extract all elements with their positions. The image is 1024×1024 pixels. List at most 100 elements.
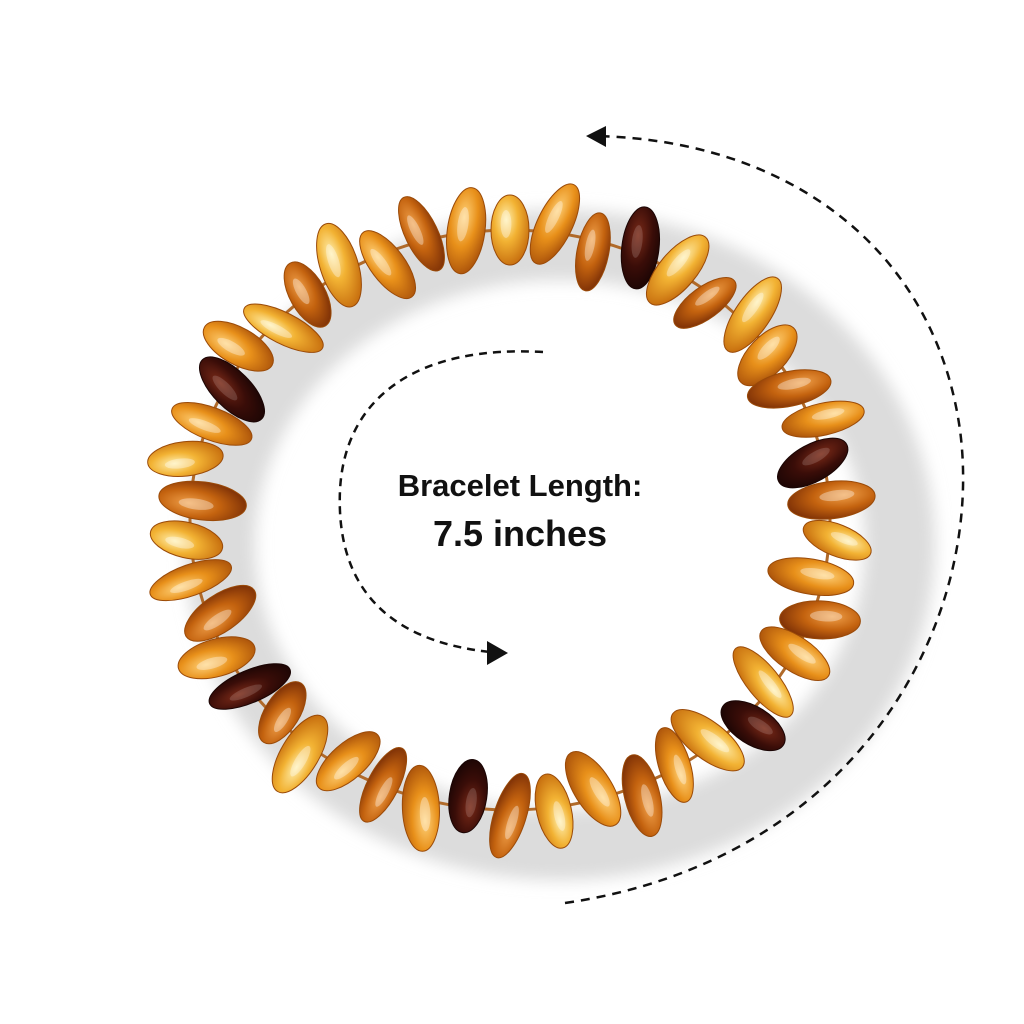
length-value: 7.5 inches [432,513,608,554]
bead-highlight [747,716,773,735]
dark-amber-bead [208,663,291,710]
bead-highlight [788,643,816,664]
bead-highlight [165,536,195,549]
bead-highlight [500,210,512,238]
amber-bead [147,440,224,477]
bead-highlight [229,684,263,701]
amber-bead [646,234,710,306]
amber-bead [271,714,329,794]
bead-highlight [758,670,782,698]
bead-highlight [370,248,392,276]
amber-bead [359,747,408,823]
amber-bead [737,324,798,387]
bead-highlight [334,756,359,780]
bead-highlight [188,418,221,433]
bead-highlight [631,225,643,258]
bead-highlight [203,609,232,631]
bead-highlight [830,532,858,546]
bead-highlight [589,777,610,807]
bead-highlight [819,489,855,502]
amber-bead [534,773,574,849]
amber-bead [529,183,581,265]
bead-highlight [465,787,477,818]
amber-bead [489,772,531,859]
amber-bead [781,400,865,438]
bead-highlight [802,447,830,466]
bead-highlight [457,207,469,242]
bead-highlight [811,408,845,420]
amber-bead [779,600,861,640]
bead-highlight [292,278,310,305]
amber-bead [564,751,622,827]
bead-highlight [777,377,811,390]
amber-bead [767,557,855,596]
bead-highlight [545,201,563,233]
amber-bead [149,520,224,560]
amber-bead [670,709,745,772]
amber-bead [732,646,794,718]
amber-bead [621,754,663,837]
outer-dashed-arrow [564,134,965,905]
amber-bead [401,764,440,852]
bead-highlight [196,656,228,670]
dark-amber-bead [448,759,488,834]
amber-bead [258,681,307,745]
bead-highlight [757,336,780,360]
amber-bead [746,369,832,409]
amber-bead [184,584,257,642]
amber-bead [149,559,232,602]
bead-highlight [164,458,195,469]
bead-highlight [800,567,835,580]
amber-bead [673,277,737,329]
outer-arrowhead-icon [586,126,606,147]
amber-bead [171,402,253,446]
amber-bead [315,731,381,792]
bead-highlight [419,796,431,832]
bead-highlight [217,337,245,356]
amber-bead [316,222,362,308]
amber-bead [759,626,831,681]
amber-bead [654,727,694,803]
dark-amber-bead [777,437,849,489]
amber-bead [283,261,332,328]
bead-highlight [505,805,519,840]
amber-bead [158,480,247,522]
bead-highlight [178,498,214,510]
bead-highlight [673,754,687,785]
amber-bead [445,187,487,275]
inner-dashed-arrow [338,350,544,654]
bead-highlight [290,745,311,777]
amber-bead [802,519,872,561]
amber-bead [243,303,324,353]
amber-bead [490,194,530,266]
amber-bead [575,212,611,292]
bead-highlight [260,320,293,338]
bead-highlight [273,707,292,733]
bead-highlight [407,215,424,245]
bead-highlight [170,578,203,594]
dark-amber-bead [199,356,265,423]
bead-highlight [553,801,566,831]
bead-highlight [809,610,843,622]
dark-amber-bead [620,206,661,290]
bead-highlight [641,784,654,817]
bead-highlight [326,244,341,278]
amber-bead [787,480,876,520]
length-caption: Bracelet Length: [397,468,643,503]
bead-highlight [584,229,596,261]
amber-bead [398,196,445,272]
bead-highlight [212,375,238,401]
amber-bead [202,320,274,372]
inner-arrowhead-icon [487,641,508,665]
dark-amber-bead [720,700,786,752]
bead-highlight [375,777,393,807]
amber-beads [147,183,876,859]
bead-highlight [666,249,691,277]
amber-bead [177,636,256,680]
bead-highlight [742,292,764,323]
bracelet-length-label: Bracelet Length: 7.5 inches [330,462,710,558]
bead-highlight [700,729,730,753]
amber-bead [359,230,416,300]
